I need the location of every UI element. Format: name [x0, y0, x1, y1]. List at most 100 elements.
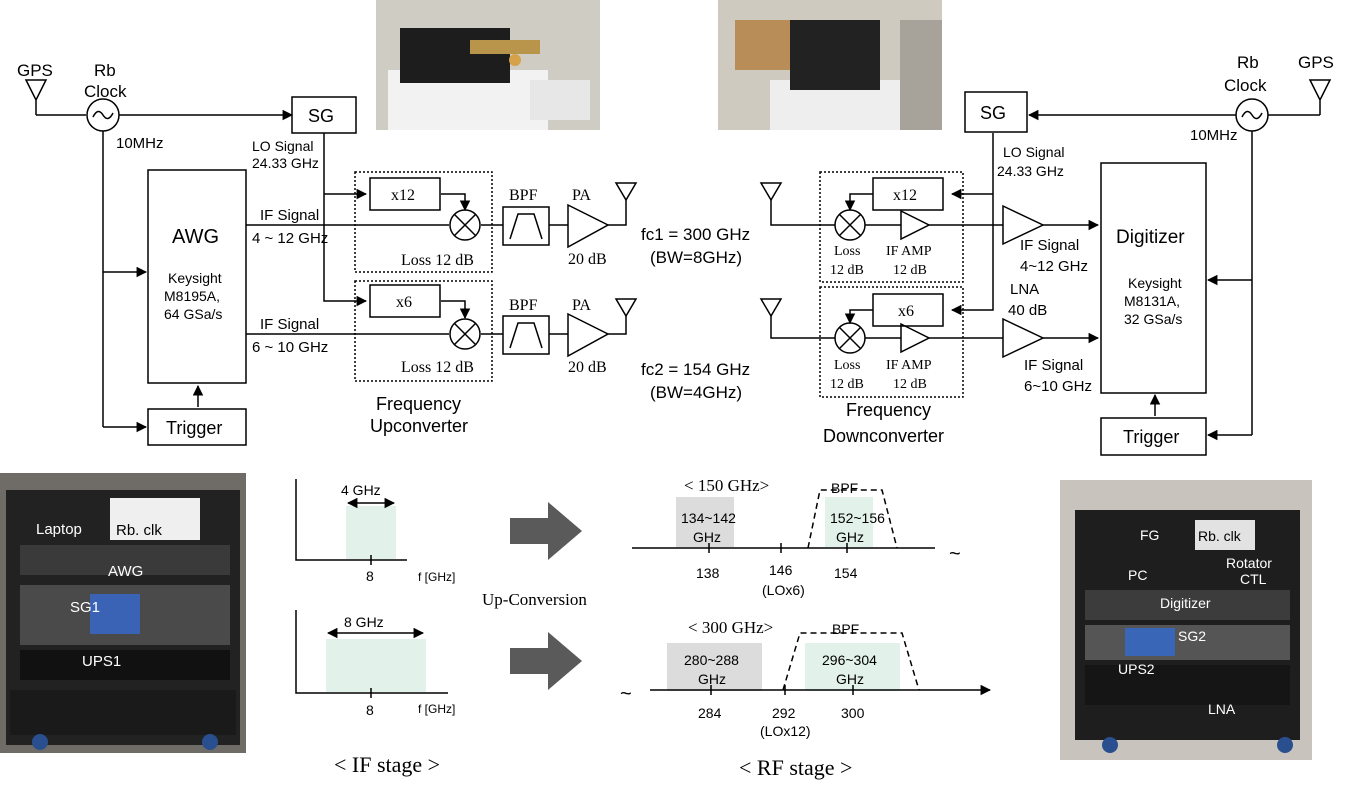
rf-t300: 300 — [841, 705, 865, 721]
tx-loss-1: Loss 12 dB — [401, 252, 474, 269]
rx-10mhz-label: 10MHz — [1190, 127, 1238, 144]
rx-ifamp-2b: 12 dB — [893, 377, 927, 392]
if-tick2: 8 — [366, 702, 374, 718]
awg-model-1: Keysight — [168, 270, 222, 286]
tx-if1-range: 4 ~ 12 GHz — [252, 230, 328, 247]
rx-lo-label: LO Signal — [1003, 144, 1064, 160]
rx-mixer-2-icon — [834, 322, 866, 354]
tx-serif-labels: x12 x6 Loss 12 dB Loss 12 dB BPF BPF PA … — [391, 187, 607, 376]
tx-rb-label: Rb — [94, 61, 116, 80]
rx-rb-label: Rb — [1237, 53, 1259, 72]
tx-upconverter-1-dotted — [354, 171, 493, 273]
rf-tilde-1: ~ — [949, 543, 961, 565]
tx-labels: GPS Rb Clock 10MHz SG LO Signal 24.33 GH… — [17, 61, 468, 438]
tx-clock-label: Clock — [84, 82, 127, 101]
tx-mixer-1-icon — [449, 209, 481, 241]
rx-x6-box — [872, 293, 944, 327]
fc2-label: fc2 = 154 GHz — [641, 360, 750, 379]
rf-lo12: (LOx12) — [760, 723, 811, 739]
rf-img2-a: 280~288 — [684, 652, 739, 668]
rx-wiring — [759, 79, 1332, 441]
if-spectrum-2 — [295, 610, 448, 698]
if-axis2: f [GHz] — [418, 702, 455, 716]
if-bw1: 4 GHz — [341, 482, 381, 498]
tx-bpf-2-label: BPF — [509, 297, 538, 314]
label-rotator: Rotator — [1226, 555, 1272, 571]
rx-x12-label: x12 — [893, 187, 917, 204]
tx-x12-label: x12 — [391, 187, 415, 204]
rx-components — [819, 91, 1207, 456]
rx-ifamp-1a: IF AMP — [886, 244, 932, 259]
label-laptop: Laptop — [36, 521, 82, 538]
rx-downconverter-1-dotted — [819, 171, 964, 283]
tx-trigger-box — [147, 408, 247, 446]
rf-lo6: (LOx6) — [762, 582, 805, 598]
rf-t146: 146 — [769, 562, 793, 578]
rf-sig2-a: 296~304 — [822, 652, 877, 668]
tx-x6-label: x6 — [396, 294, 412, 311]
dig-model-2: M8131A, — [1124, 293, 1180, 309]
label-fg: FG — [1140, 527, 1159, 543]
rx-downconverter-2-dotted — [819, 286, 964, 398]
tx-bpf-1-box — [502, 206, 550, 246]
tx-sg-box — [291, 96, 357, 134]
bw1-label: (BW=8GHz) — [650, 248, 742, 267]
rx-x12-box — [872, 177, 944, 211]
label-digitizer-rack: Digitizer — [1160, 595, 1211, 611]
label-rbclk-tx: Rb. clk — [116, 522, 162, 539]
downconv-label-2: Downconverter — [823, 426, 944, 446]
rx-antenna-1-icon — [759, 182, 783, 202]
rx-trigger-label: Trigger — [1123, 427, 1179, 447]
photo-rx-frontend — [718, 0, 942, 130]
tx-antenna-1-icon — [614, 182, 638, 202]
rx-gps-antenna-icon — [1308, 79, 1332, 115]
tx-sg-label: SG — [308, 106, 334, 126]
rx-if1-label: IF Signal — [1020, 237, 1079, 254]
rx-if2-label: IF Signal — [1024, 357, 1083, 374]
rx-loss-2b: 12 dB — [830, 377, 864, 392]
upconv-label-2: Upconverter — [370, 416, 468, 436]
tx-pa-2-icon — [567, 312, 610, 358]
rf-sig1-a: 152~156 — [830, 510, 885, 526]
photo-tx-frontend — [376, 0, 600, 130]
tx-if2-range: 6 ~ 10 GHz — [252, 339, 328, 356]
rf-spectrum-labels: < 150 GHz> BPF 134~142 GHz 152~156 GHz 1… — [620, 476, 961, 739]
tx-awg-box — [147, 169, 247, 384]
rf-tilde-2: ~ — [620, 683, 632, 705]
if-bw2: 8 GHz — [344, 614, 384, 630]
photo-tx-rack — [0, 473, 246, 753]
tx-components — [147, 96, 610, 446]
rx-labels: GPS Rb Clock 10MHz SG LO Signal 24.33 GH… — [823, 53, 1334, 447]
label-ups2: UPS2 — [1118, 661, 1155, 677]
rx-ifamp-2-icon — [900, 322, 931, 354]
if-stage-label: < IF stage > — [334, 752, 440, 777]
rx-lna-gain: 40 dB — [1008, 302, 1047, 319]
rx-lna-label: LNA — [1010, 281, 1039, 298]
rf-img1-a: 134~142 — [681, 510, 736, 526]
label-awg-rack: AWG — [108, 563, 143, 580]
photo-rx-rack — [1060, 480, 1312, 760]
rf-title-1: < 150 GHz> — [684, 476, 769, 495]
tx-mixer-2-icon — [449, 318, 481, 350]
label-sg2: SG2 — [1178, 628, 1206, 644]
label-ups1: UPS1 — [82, 653, 121, 670]
rx-loss-2a: Loss — [834, 358, 860, 373]
rf-t154: 154 — [834, 565, 858, 581]
dig-model-1: Keysight — [1128, 275, 1182, 291]
stage-labels: Up-Conversion < IF stage > < RF stage > — [334, 590, 852, 780]
rx-digitizer-box — [1100, 162, 1207, 394]
rx-serif-labels: x12 x6 Loss 12 dB Loss 12 dB IF AMP 12 d… — [830, 187, 932, 392]
tx-10mhz-label: 10MHz — [116, 135, 164, 152]
rx-lna-1-icon — [1002, 204, 1045, 246]
awg-model-3: 64 GSa/s — [164, 306, 222, 322]
tx-gps-label: GPS — [17, 61, 53, 80]
downconv-label-1: Frequency — [846, 400, 931, 420]
rx-loss-1a: Loss — [834, 244, 860, 259]
rx-sg-label: SG — [980, 103, 1006, 123]
label-pc: PC — [1128, 567, 1147, 583]
tx-if1-label: IF Signal — [260, 207, 319, 224]
dig-model-3: 32 GSa/s — [1124, 311, 1182, 327]
rf-spectrum-1 — [632, 489, 935, 553]
rx-mixer-1-icon — [834, 209, 866, 241]
rf-bpf-1: BPF — [831, 480, 858, 496]
